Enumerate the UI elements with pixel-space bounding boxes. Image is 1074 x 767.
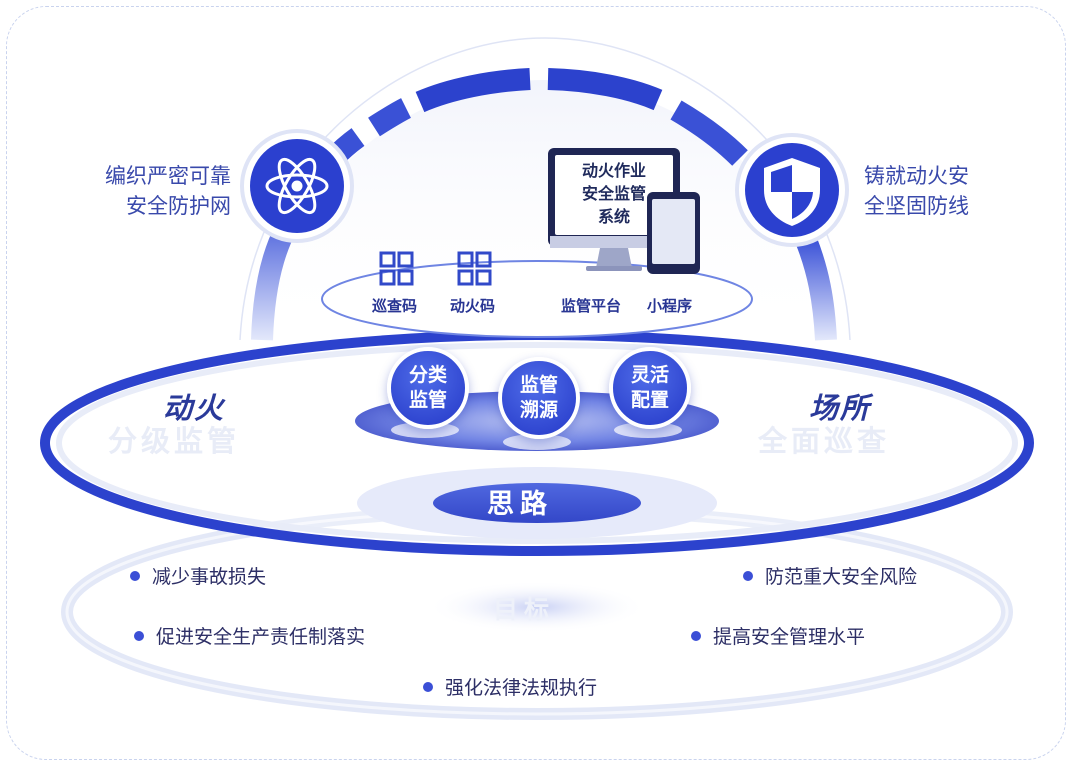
center-label-approach: 思路 [487,489,553,520]
platform-item-supervision-platform: 监管平台 [561,297,622,315]
pillar-flexible-config: 灵活配置 [609,347,691,429]
shield-icon [764,158,820,226]
platform-item-mini-program: 小程序 [647,297,693,315]
bullet-dot-icon [134,630,144,641]
goal-item: 减少事故损失 [130,562,266,589]
qr-code-icon-2 [457,251,492,286]
diagram-frame [6,6,1066,760]
right-slogan: 铸就动火安 全坚固防线 [864,164,969,218]
phone-icon [647,192,700,274]
platform-ellipse [321,260,753,338]
center-disc [433,483,641,523]
left-slogan: 编织严密可靠 安全防护网 [105,164,231,218]
goal-item: 防范重大安全风险 [743,562,917,589]
pillar-classified-supervision: 分类监管 [387,347,469,429]
platform-item-patrol-code: 巡查码 [372,297,418,315]
bullet-dot-icon [423,681,433,692]
bullet-dot-icon [743,570,753,581]
goal-item: 提高安全管理水平 [691,622,865,649]
bullet-dot-icon [691,630,701,641]
atom-icon [265,157,329,215]
right-title: 场所 [809,391,872,425]
qr-code-icon-1 [379,251,414,286]
left-title-ghost: 分级监管 [108,424,241,458]
goal-item: 强化法律法规执行 [423,673,597,700]
right-title-ghost: 全面巡查 [758,424,891,458]
goal-center-glow [427,581,647,633]
left-title: 动火 [163,391,226,425]
goal-item: 促进安全生产责任制落实 [134,622,365,649]
center-label-goals: 目标 [493,595,556,624]
pillar-supervision-tracing: 监管溯源 [498,357,580,439]
bullet-dot-icon [130,570,140,581]
platform-item-hotwork-code: 动火码 [450,297,496,315]
system-title: 动火作业 安全监管 系统 [581,161,646,226]
